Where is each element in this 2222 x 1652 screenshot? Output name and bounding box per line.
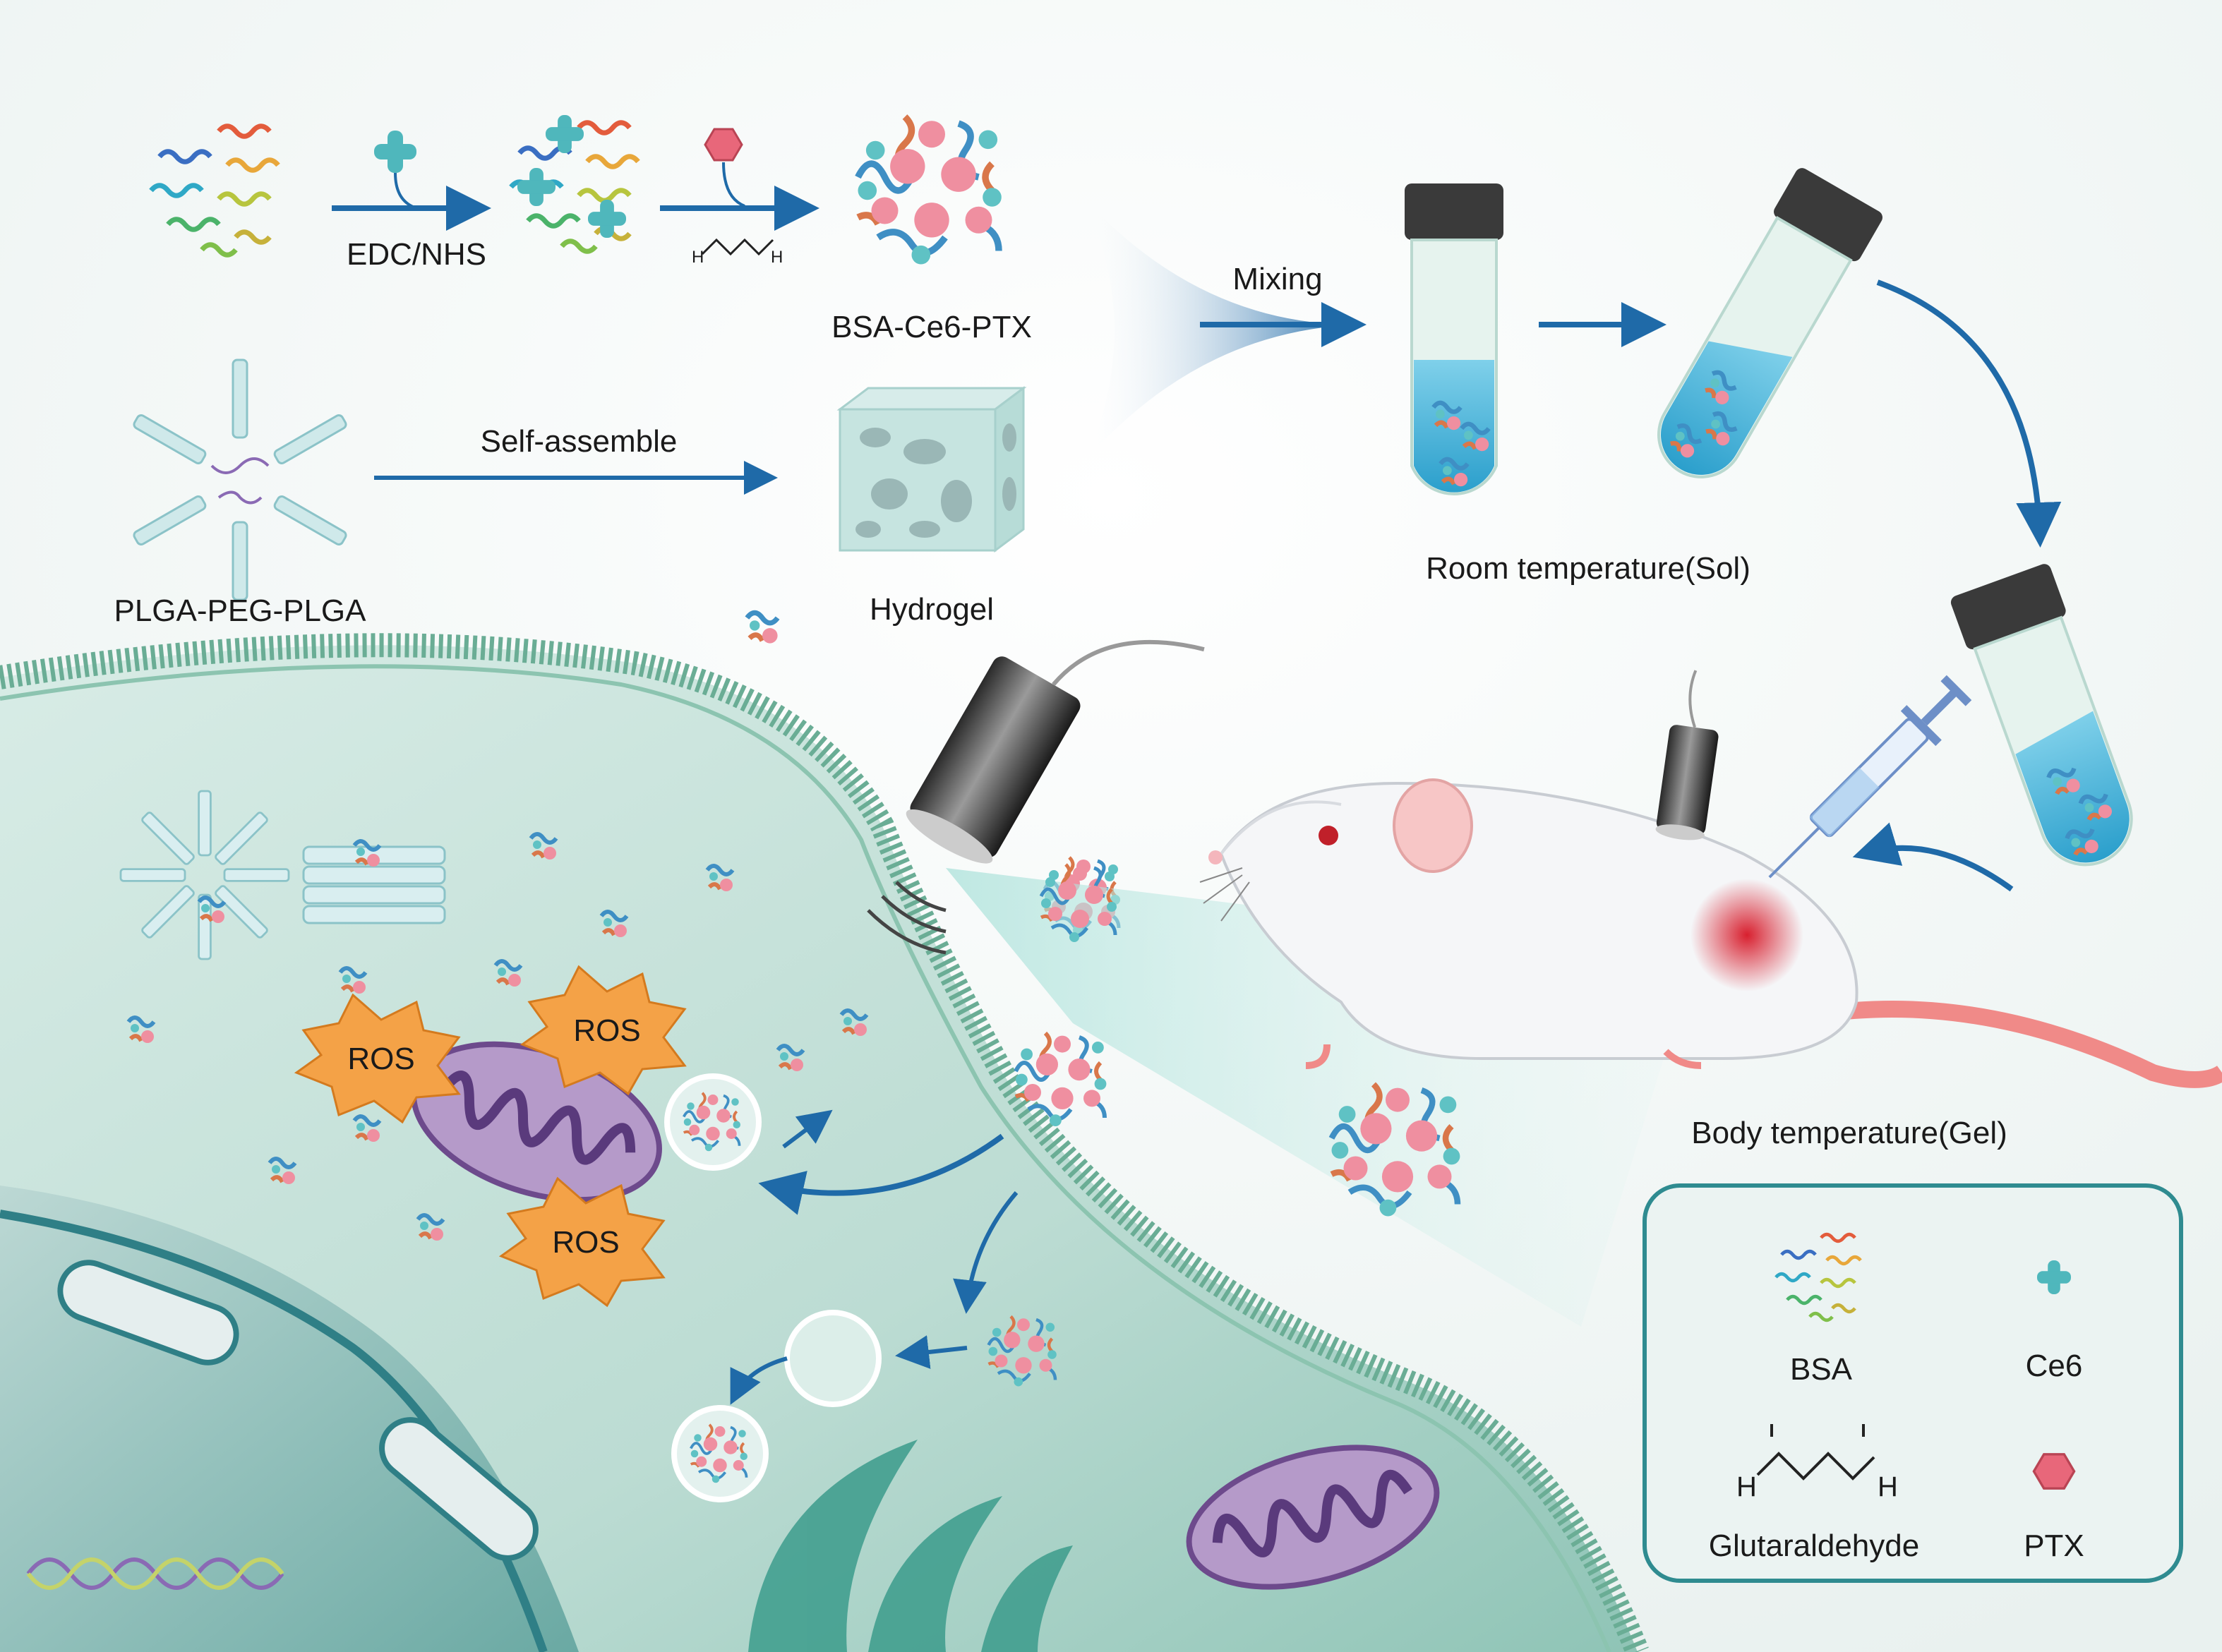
legend-ce6-label: Ce6: [2026, 1349, 2083, 1383]
svg-text:ROS: ROS: [552, 1225, 619, 1260]
legend-bsa-label: BSA: [1790, 1352, 1853, 1387]
legend-h-left: H: [1736, 1471, 1757, 1502]
plga-star-icon: [133, 358, 347, 601]
ultrasound-probe-icon: [906, 639, 1205, 864]
syringe-icon: [1768, 675, 1972, 879]
bsa-ce6-ptx-label: BSA-Ce6-PTX: [831, 310, 1032, 344]
ptx-hexagon-icon: [704, 128, 743, 162]
mitochondrion-icon: [1186, 1445, 1440, 1590]
mixing-cone: Mixing: [1083, 198, 1367, 459]
svg-text:ROS: ROS: [573, 1013, 640, 1048]
room-temp-label: Room temperature(Sol): [1426, 551, 1750, 586]
legend-h-right: H: [1878, 1471, 1898, 1502]
curve-arrow: [1876, 279, 2062, 548]
tumor-site: [1690, 879, 1803, 991]
legend-glutaraldehyde-label: Glutaraldehyde: [1709, 1529, 1919, 1563]
micelle-icon: [119, 790, 290, 960]
nanoparticle-icon: [851, 110, 1012, 271]
h-label-left: H: [692, 248, 704, 267]
legend-box: BSA Ce6 H H Glutaraldehyde PTX: [1643, 1183, 2183, 1583]
test-tube-gel: [1950, 564, 2133, 867]
ros-burst: ROS: [294, 993, 461, 1124]
hydrogel-cube-icon: [836, 386, 1027, 553]
test-tube-tilted: [1657, 168, 1882, 478]
legend-ptx-label: PTX: [2024, 1529, 2084, 1563]
test-tube-sol: [1405, 183, 1503, 495]
plga-row: PLGA-PEG-PLGA Self-assemble Hydrogel: [114, 358, 1027, 628]
edc-nhs-label: EDC/NHS: [347, 237, 486, 272]
ptx-hexagon-icon: [2032, 1453, 2076, 1490]
dna-helix-icon: [26, 1557, 284, 1590]
h-label-right: H: [771, 248, 783, 267]
nanoparticle-icon: [1038, 861, 1122, 946]
self-assemble-label: Self-assemble: [481, 424, 678, 459]
ultrasound-probe-icon: [1655, 670, 1719, 840]
synthesis-row: EDC/NHS H H BSA-Ce6-PTX: [151, 110, 1032, 344]
ros-burst: ROS: [520, 965, 687, 1096]
glutaraldehyde-structure-icon: [701, 238, 774, 256]
inject-arrow: [1852, 822, 2014, 892]
endocytosis: [664, 854, 1126, 1502]
ultrasound-waves: [867, 881, 947, 955]
golgi: [748, 1440, 1073, 1652]
mouse-icon: [1199, 778, 2222, 1088]
nanoparticle-icon: [1326, 1078, 1470, 1222]
glutaraldehyde-structure-icon: [1756, 1424, 1875, 1481]
body-temp-label: Body temperature(Gel): [1691, 1116, 2007, 1150]
plga-label: PLGA-PEG-PLGA: [114, 593, 366, 628]
ros-burst: ROS: [498, 1176, 666, 1308]
hydrogel-label: Hydrogel: [870, 592, 994, 627]
mitochondrion-icon: [411, 1041, 662, 1203]
svg-text:ROS: ROS: [347, 1042, 414, 1076]
cell-membrane: [0, 633, 1649, 1652]
mixing-label: Mixing: [1232, 262, 1322, 296]
